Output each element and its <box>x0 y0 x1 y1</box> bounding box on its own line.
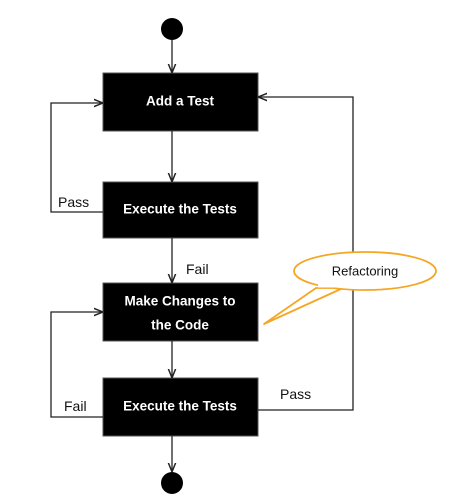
make-changes-label-line2: the Code <box>151 318 209 333</box>
execute-tests-node-1: Execute the Tests <box>102 181 259 239</box>
refactoring-label: Refactoring <box>332 263 398 278</box>
start-node <box>161 18 183 40</box>
end-node <box>161 472 183 494</box>
execute-tests-label-2: Execute the Tests <box>123 399 237 414</box>
loop-pass-1 <box>50 103 103 213</box>
edge-label-fail-1: Fail <box>186 261 209 277</box>
add-test-node: Add a Test <box>102 72 259 132</box>
edge-label-fail-2: Fail <box>64 398 87 414</box>
edge-label-pass-1: Pass <box>58 194 89 210</box>
add-test-label: Add a Test <box>146 94 215 109</box>
edge-label-pass-2: Pass <box>280 386 311 402</box>
execute-tests-node-2: Execute the Tests <box>102 377 259 437</box>
make-changes-label-line1: Make Changes to <box>124 294 235 309</box>
make-changes-node: Make Changes to the Code <box>102 282 259 342</box>
loop-fail-2 <box>50 312 103 418</box>
execute-tests-label-1: Execute the Tests <box>123 202 237 217</box>
refactoring-callout: Refactoring <box>263 251 437 325</box>
